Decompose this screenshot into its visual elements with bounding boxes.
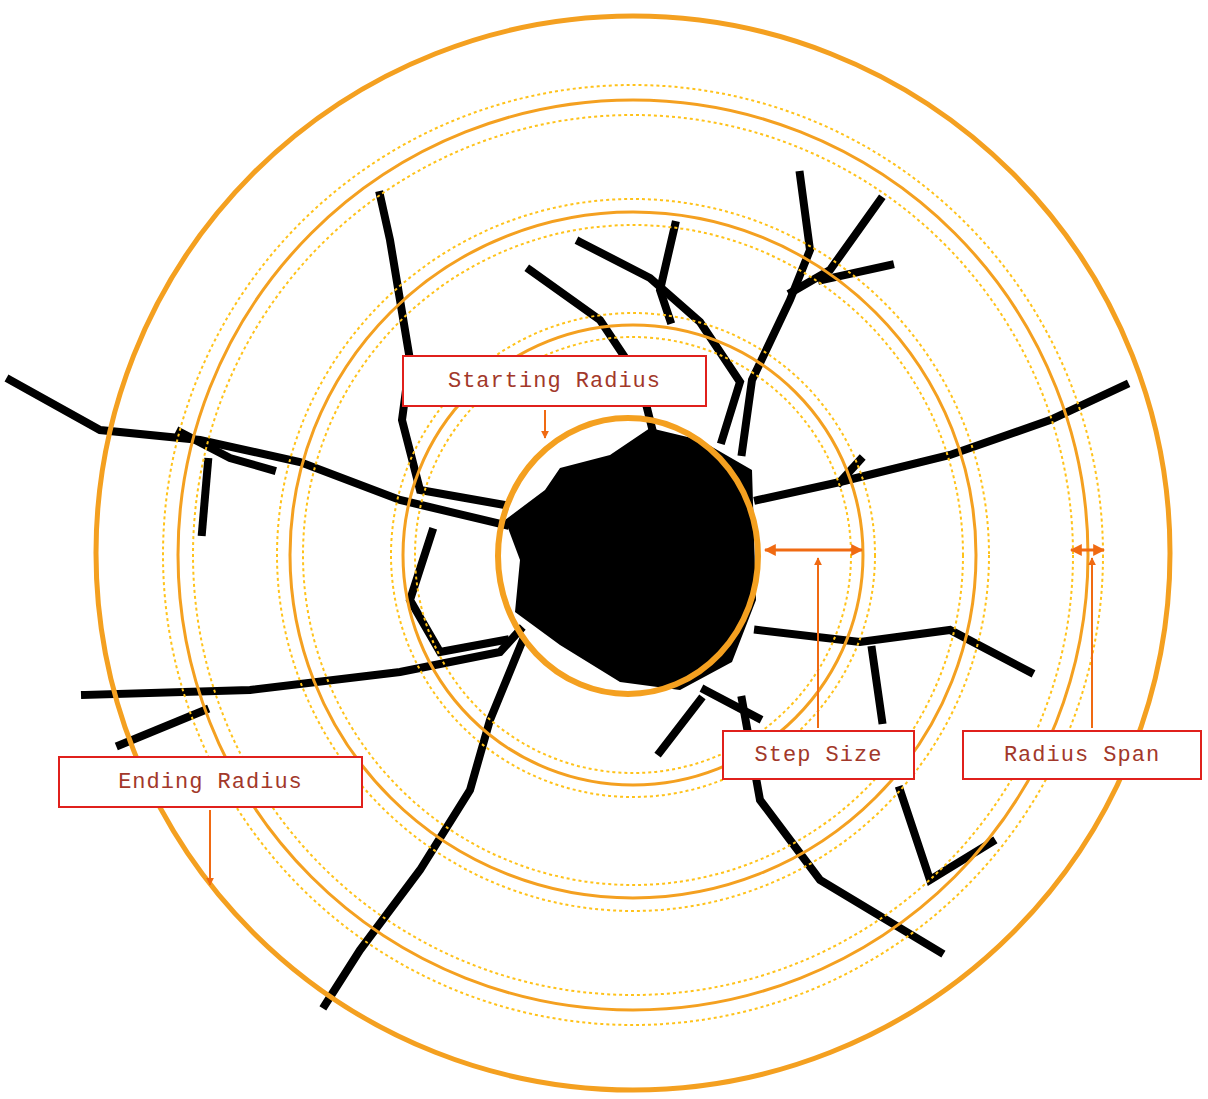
- leader-lines: [210, 410, 1104, 885]
- callout-box: Step Size: [722, 730, 915, 780]
- callout-box: Starting Radius: [402, 355, 707, 407]
- callout-label: Ending Radius: [118, 770, 303, 795]
- callout-label: Radius Span: [1004, 743, 1160, 768]
- callout-label: Starting Radius: [448, 369, 661, 394]
- callout-box: Radius Span: [962, 730, 1202, 780]
- neuron: [10, 175, 1125, 1005]
- sholl-shells: [96, 16, 1170, 1090]
- callout-box: Ending Radius: [58, 756, 363, 808]
- callout-label: Step Size: [755, 743, 883, 768]
